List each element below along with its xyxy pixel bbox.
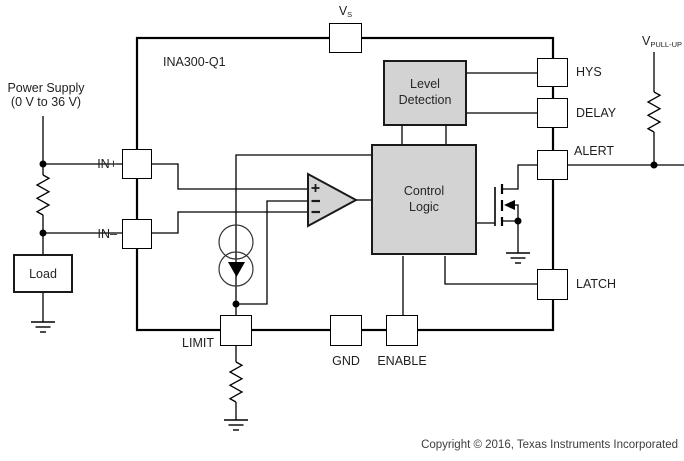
in-minus-label: IN– bbox=[97, 227, 117, 241]
limit-label: LIMIT bbox=[182, 336, 214, 350]
copyright-text: Copyright © 2016, Texas Instruments Inco… bbox=[421, 439, 678, 451]
in-plus-wire bbox=[152, 163, 308, 190]
enable-label: ENABLE bbox=[377, 354, 427, 368]
level-detection-block: Level Detection bbox=[383, 60, 467, 126]
limit-resistor-icon bbox=[228, 361, 244, 403]
control-logic-label-1: Control bbox=[403, 183, 445, 198]
pin-gnd bbox=[330, 315, 362, 346]
junction-dot bbox=[514, 217, 522, 225]
power-supply-line2: (0 V to 36 V) bbox=[10, 95, 82, 110]
mosfet-ground-icon bbox=[506, 252, 530, 264]
pin-alert bbox=[537, 150, 568, 180]
limit-to-comparator-wire bbox=[236, 200, 308, 305]
latch-label: LATCH bbox=[576, 277, 617, 291]
pin-enable bbox=[386, 315, 418, 346]
current-arrow-icon bbox=[228, 262, 245, 277]
junction-dot bbox=[232, 300, 240, 308]
junction-dot bbox=[39, 229, 47, 237]
load-label: Load bbox=[29, 266, 57, 281]
pin-latch bbox=[537, 269, 568, 300]
power-supply-label: Power Supply (0 V to 36 V) bbox=[0, 81, 92, 110]
pin-limit bbox=[220, 315, 252, 346]
comparator-plus-icon bbox=[311, 184, 320, 192]
pin-in-plus bbox=[122, 149, 152, 179]
in-minus-wire bbox=[152, 211, 308, 234]
load-ground-icon bbox=[31, 321, 55, 333]
current-source-icon-2 bbox=[218, 251, 254, 287]
gnd-label: GND bbox=[332, 354, 360, 368]
vpullup-label: VPULL-UP bbox=[641, 34, 682, 49]
load-block: Load bbox=[13, 254, 73, 293]
junction-dot bbox=[39, 160, 47, 168]
level-detection-label-1: Level bbox=[410, 77, 440, 92]
junction-dot bbox=[650, 161, 658, 169]
control-logic-block: Control Logic bbox=[371, 144, 477, 255]
chip-name-label: INA300-Q1 bbox=[163, 55, 226, 69]
in-plus-label: IN+ bbox=[97, 157, 117, 171]
body-wire bbox=[515, 204, 519, 221]
shunt-resistor-icon bbox=[35, 174, 51, 216]
current-source-icon bbox=[218, 224, 254, 260]
power-supply-line1: Power Supply bbox=[7, 81, 85, 95]
vs-label: VS bbox=[338, 4, 353, 19]
pullup-resistor-icon bbox=[646, 91, 662, 133]
limit-ground-icon bbox=[224, 419, 248, 431]
pin-delay bbox=[537, 98, 568, 128]
pin-vs bbox=[329, 23, 362, 53]
mosfet-body-arrow-icon bbox=[504, 200, 515, 210]
drain-wire bbox=[502, 164, 537, 190]
delay-label: DELAY bbox=[576, 106, 617, 120]
alert-label: ALERT bbox=[574, 144, 615, 158]
latch-wire bbox=[444, 256, 537, 285]
pin-in-minus bbox=[122, 219, 152, 249]
limit-internal-wire bbox=[235, 154, 371, 315]
source-wire bbox=[502, 220, 519, 253]
hys-label: HYS bbox=[576, 65, 602, 79]
control-logic-label-2: Logic bbox=[409, 199, 439, 214]
level-detection-label-2: Detection bbox=[398, 93, 452, 107]
pin-hys bbox=[537, 58, 568, 87]
ic-boundary bbox=[135, 36, 555, 332]
